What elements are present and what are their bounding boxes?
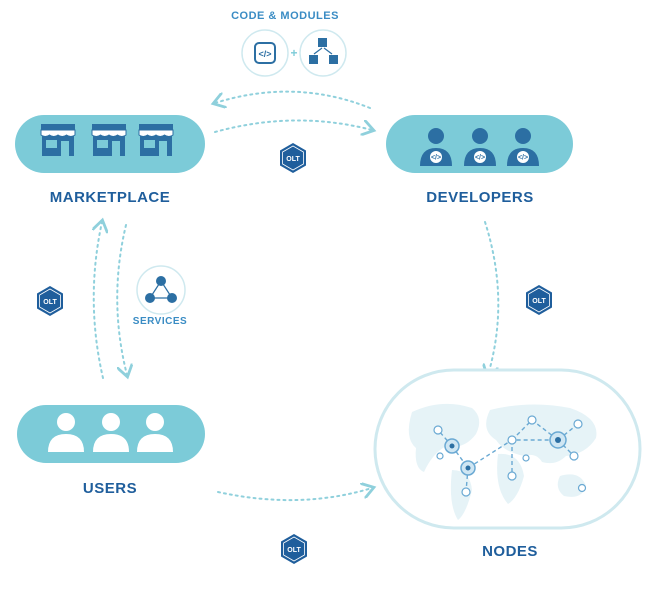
olt-token-users-nodes: OLT [280,533,308,565]
olt-label: OLT [43,299,57,306]
services-label: SERVICES [132,316,188,327]
arrow-users-to-nodes [217,488,372,502]
developers-label: DEVELOPERS [426,189,534,206]
olt-label: OLT [532,298,546,305]
arrow-users-to-marketplace [94,222,103,379]
storefront-icon [40,123,174,157]
flow-arrows [94,90,500,502]
developers-node [386,115,573,173]
nodes-label: NODES [482,543,538,560]
users-node [17,405,205,463]
nodes-node [373,368,642,530]
users-label: USERS [82,480,138,497]
code-modules-label: CODE & MODULES [231,10,339,22]
marketplace-label: MARKETPLACE [49,189,171,206]
olt-token-developers-nodes: OLT [525,284,553,316]
arrow-marketplace-to-developers [214,119,372,132]
arrow-developers-to-nodes [485,221,500,375]
svg-text:</>: </> [258,49,271,59]
services-network-icon [136,265,186,315]
olt-token-marketplace-users: OLT [36,285,64,317]
svg-text:+: + [290,46,297,60]
arrow-marketplace-to-users [116,224,127,375]
marketplace-node [15,115,205,173]
olt-token-marketplace-developers: OLT [279,142,307,174]
code-and-modules-icon: + </> [241,29,347,77]
world-map-network-icon [408,403,597,520]
olt-label: OLT [286,156,300,163]
olt-label: OLT [287,547,301,554]
arrow-developers-to-marketplace [215,90,371,108]
